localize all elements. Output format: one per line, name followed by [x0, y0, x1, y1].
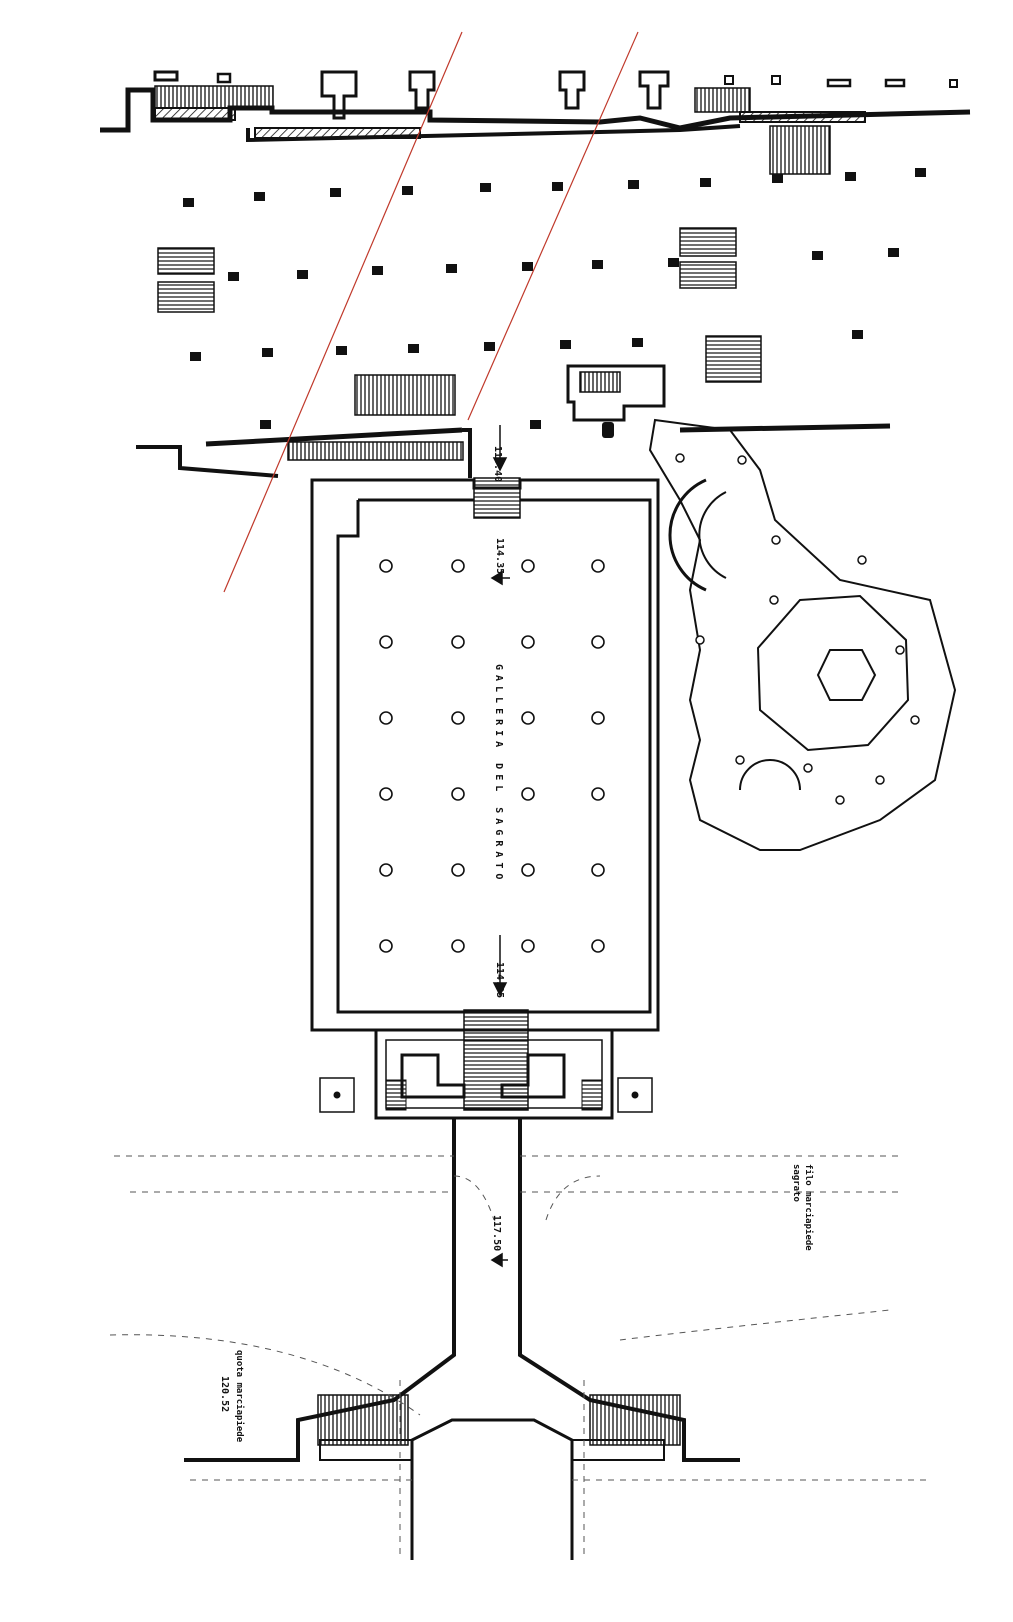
escalators-square	[157, 227, 762, 422]
gallery-label: GALLERIA DEL SAGRATO	[493, 664, 504, 884]
street-lines	[109, 1155, 930, 1560]
middle-wall	[136, 423, 891, 478]
elevation-upper-floor: 114.35	[494, 538, 505, 574]
section-lines	[223, 31, 639, 593]
column-grid	[379, 559, 605, 953]
north-arrows	[490, 425, 510, 1268]
top-facade	[100, 70, 971, 175]
elevation-sidewalk: 120.52	[219, 1376, 230, 1412]
gallery	[310, 477, 660, 1032]
corridor	[184, 1118, 740, 1560]
note-sagrato-line-1: filo marciapiede	[803, 1164, 814, 1251]
note-sidewalk-level: quota marciapiede	[234, 1350, 245, 1443]
elevation-corridor: 117.50	[491, 1215, 502, 1251]
pier-grid	[183, 168, 926, 438]
octagon-ruins	[648, 418, 957, 851]
lower-stair-block	[319, 1009, 653, 1120]
note-sagrato-line-2: sagrato	[791, 1164, 801, 1202]
